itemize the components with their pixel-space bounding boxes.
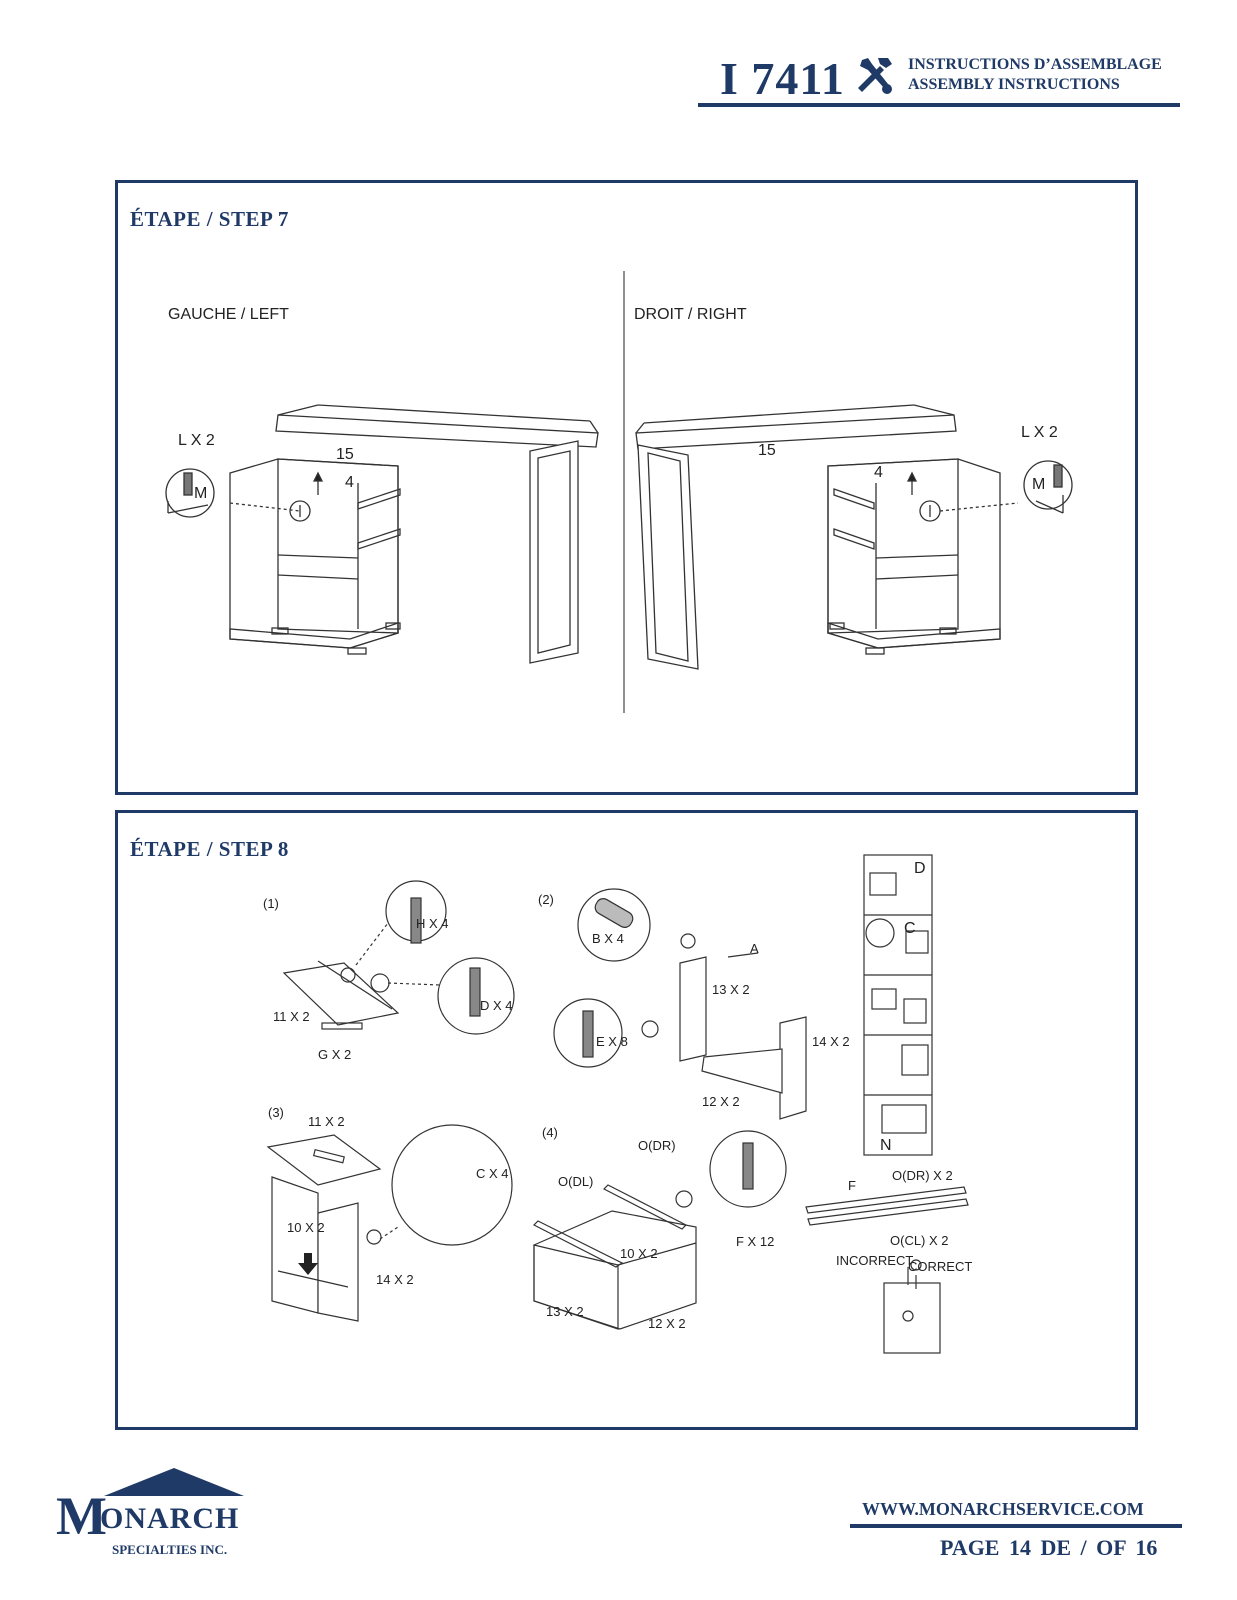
right-qty: L X 2 bbox=[1021, 424, 1058, 441]
left-desk-drawing bbox=[165, 404, 599, 664]
step-8-illustration: (1) H X 4 D X 4 11 X 2 G X 2 (2) bbox=[263, 854, 972, 1354]
sub2-p12: 12 X 2 bbox=[702, 1094, 740, 1109]
sub3-p11: 11 X 2 bbox=[308, 1114, 345, 1129]
right-heading: DROIT / RIGHT bbox=[634, 306, 747, 323]
left-qty: L X 2 bbox=[178, 432, 215, 449]
step-8-title: ÉTAPE / STEP 8 bbox=[130, 837, 289, 861]
step-7-illustration: GAUCHE / LEFT DROIT / RIGHT bbox=[165, 271, 1073, 713]
sub3-p10: 10 X 2 bbox=[287, 1220, 325, 1235]
sub3-drawing bbox=[266, 1124, 513, 1322]
right-tool: M bbox=[1032, 476, 1045, 493]
step-8-panel: ÉTAPE / STEP 8 (1) H X 4 D X 4 11 X 2 G … bbox=[115, 810, 1138, 1430]
title-fr: INSTRUCTIONS D’ASSEMBLAGE bbox=[908, 56, 1162, 73]
sub2-b: B X 4 bbox=[592, 931, 624, 946]
logo-subtitle: SPECIALTIES INC. bbox=[112, 1542, 227, 1557]
sub1-p11: 11 X 2 bbox=[273, 1009, 310, 1024]
cam-n: N bbox=[880, 1137, 892, 1154]
right-desk-drawing bbox=[635, 404, 1073, 670]
slides-f: F bbox=[848, 1178, 856, 1193]
sub1-drawing bbox=[282, 880, 515, 1035]
sub1-h: H X 4 bbox=[416, 916, 449, 931]
sub2-drawing bbox=[553, 888, 807, 1120]
cam-c: C bbox=[904, 920, 916, 937]
sub4-number: (4) bbox=[542, 1125, 558, 1140]
sub3-c: C X 4 bbox=[476, 1166, 509, 1181]
page-number: PAGE 14 DE / OF 16 bbox=[940, 1535, 1158, 1560]
slides-drawing bbox=[805, 1186, 969, 1354]
sub2-e: E X 8 bbox=[596, 1034, 628, 1049]
sub4-p13: 13 X 2 bbox=[546, 1304, 584, 1319]
sub3-p14: 14 X 2 bbox=[376, 1272, 414, 1287]
left-part-4: 4 bbox=[345, 474, 354, 491]
left-part-15: 15 bbox=[336, 446, 354, 463]
sub2-p13: 13 X 2 bbox=[712, 982, 750, 997]
sub4-p10: 10 X 2 bbox=[620, 1246, 658, 1261]
left-tool: M bbox=[194, 485, 207, 502]
footer-rule bbox=[850, 1524, 1182, 1528]
step-7-title: ÉTAPE / STEP 7 bbox=[130, 207, 289, 231]
sub3-number: (3) bbox=[268, 1105, 284, 1120]
step-7-panel: ÉTAPE / STEP 7 GAUCHE / LEFT DROIT / RIG… bbox=[115, 180, 1138, 795]
sub4-f: F X 12 bbox=[736, 1234, 774, 1249]
title-en: ASSEMBLY INSTRUCTIONS bbox=[908, 76, 1120, 93]
cam-sequence-drawing bbox=[863, 854, 933, 1156]
sub4-odl: O(DL) bbox=[558, 1174, 593, 1189]
slides-correct: CORRECT bbox=[908, 1259, 972, 1274]
sub2-p14: 14 X 2 bbox=[812, 1034, 850, 1049]
logo-initial: M bbox=[56, 1486, 107, 1546]
sub2-number: (2) bbox=[538, 892, 554, 907]
website-link[interactable]: WWW.MONARCHSERVICE.COM bbox=[862, 1499, 1144, 1519]
slides-ocl: O(CL) X 2 bbox=[890, 1233, 949, 1248]
logo-wordmark: ONARCH bbox=[100, 1502, 239, 1535]
sub1-d: D X 4 bbox=[480, 998, 513, 1013]
sub4-drawing bbox=[532, 1130, 787, 1330]
cam-d: D bbox=[914, 860, 926, 877]
monarch-logo: M ONARCH SPECIALTIES INC. bbox=[56, 1468, 244, 1557]
slides-incorrect: INCORRECT bbox=[836, 1253, 913, 1268]
sub1-g: G X 2 bbox=[318, 1047, 351, 1062]
sub2-a: A bbox=[750, 941, 759, 956]
tools-icon bbox=[858, 58, 892, 94]
right-part-15: 15 bbox=[758, 442, 776, 459]
sub4-p12: 12 X 2 bbox=[648, 1316, 686, 1331]
header-rule bbox=[698, 103, 1180, 107]
sub4-odr: O(DR) bbox=[638, 1138, 676, 1153]
sub1-number: (1) bbox=[263, 896, 279, 911]
model-number: I 7411 bbox=[720, 53, 845, 104]
left-heading: GAUCHE / LEFT bbox=[168, 306, 289, 323]
right-part-4: 4 bbox=[874, 464, 883, 481]
slides-odr: O(DR) X 2 bbox=[892, 1168, 953, 1183]
